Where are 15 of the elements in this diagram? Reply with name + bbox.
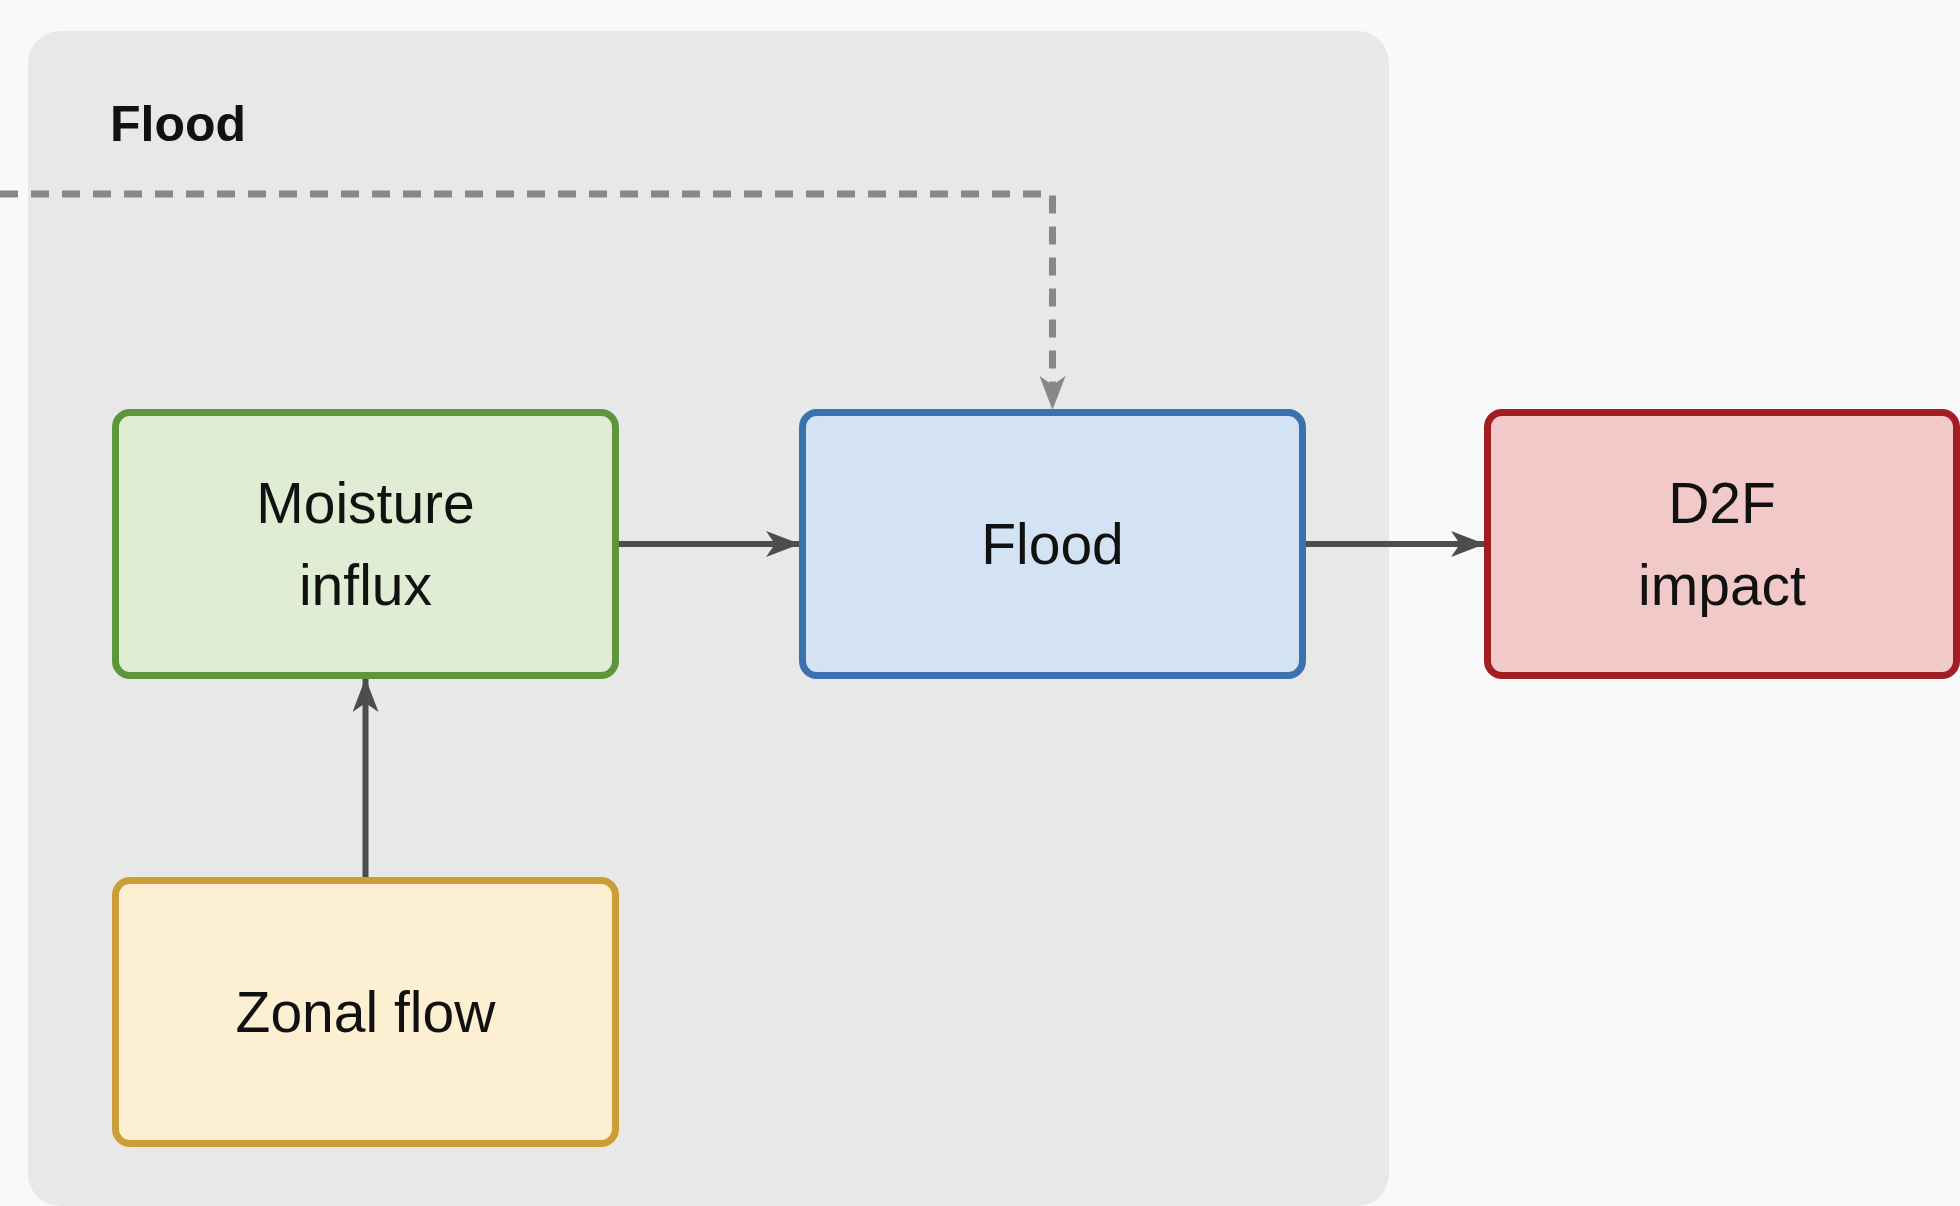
box-label: Moisture influx [255, 470, 476, 619]
arrow [1306, 531, 1485, 557]
box-label: D2F [1668, 470, 1776, 537]
arrow [352, 678, 379, 877]
group-panel [28, 31, 1389, 1206]
process-box [1484, 409, 1960, 679]
box-label: Zonal flow [235, 979, 496, 1046]
process-box [799, 409, 1306, 679]
group-heading: Flood [110, 95, 247, 153]
process-box [112, 409, 619, 679]
box-label: impact [1638, 552, 1806, 619]
arrow [619, 531, 800, 557]
process-box [112, 877, 619, 1147]
box-label: Flood [981, 511, 1124, 578]
dashed-arrow [0, 190, 1066, 410]
